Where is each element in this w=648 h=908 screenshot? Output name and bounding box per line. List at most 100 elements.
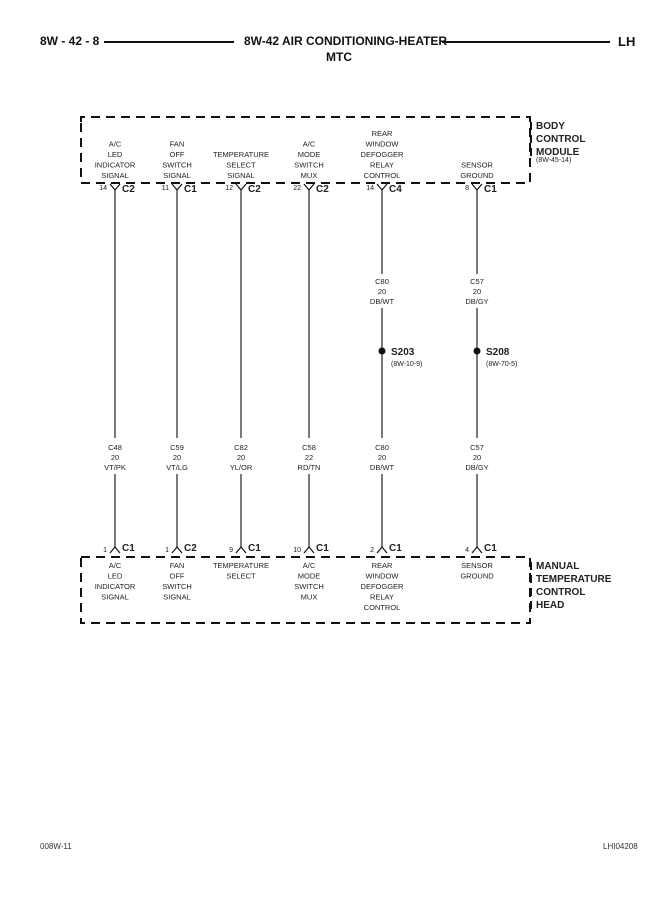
side-label: LH bbox=[618, 34, 636, 49]
splice-id: S208 bbox=[486, 347, 510, 358]
top-pin-number: 12 bbox=[225, 185, 233, 192]
female-terminal-icon bbox=[171, 183, 183, 191]
wire-color: DB/GY bbox=[465, 297, 488, 306]
top-pin-function-label: OFF bbox=[170, 150, 185, 159]
bottom-pin-number: 2 bbox=[370, 547, 374, 554]
bottom-pin-number: 10 bbox=[293, 547, 301, 554]
bottom-pin-number: 4 bbox=[465, 547, 469, 554]
top-connector-id: C1 bbox=[484, 184, 497, 195]
bottom-pin-function-label: A/C bbox=[303, 561, 316, 570]
bottom-pin-function-label: RELAY bbox=[370, 593, 394, 602]
top-pin-function-label: A/C bbox=[109, 140, 122, 149]
bottom-pin-function-label: SIGNAL bbox=[163, 593, 191, 602]
bottom-connector-id: C1 bbox=[389, 543, 402, 554]
female-terminal-icon bbox=[109, 183, 121, 191]
male-terminal-icon bbox=[109, 546, 121, 554]
male-terminal-icon bbox=[471, 546, 483, 554]
figure-code: 008W-11 bbox=[40, 842, 72, 851]
bottom-connector-id: C1 bbox=[122, 543, 135, 554]
top-pin-function-label: MUX bbox=[301, 171, 318, 180]
module-reference: (8W-45-14) bbox=[536, 157, 571, 164]
wire-circuit-id: C82 bbox=[234, 443, 248, 452]
bottom-pin-function-label: SELECT bbox=[226, 572, 256, 581]
module-name-line: TEMPERATURE bbox=[536, 574, 612, 585]
wire-color: DB/GY bbox=[465, 463, 488, 472]
bottom-pin-function-label: OFF bbox=[170, 572, 185, 581]
top-pin-function-label: CONTROL bbox=[364, 171, 401, 180]
wire-circuit-id: C80 bbox=[375, 443, 389, 452]
top-pin-number: 14 bbox=[366, 185, 374, 192]
top-connector-id: C2 bbox=[316, 184, 329, 195]
wire-gauge: 20 bbox=[473, 453, 481, 462]
wire-circuit-id: C59 bbox=[170, 443, 184, 452]
wire-gauge: 20 bbox=[111, 453, 119, 462]
bottom-pin-function-label: LED bbox=[108, 572, 123, 581]
top-pin-function-label: INDICATOR bbox=[95, 161, 136, 170]
top-pin-function-label: SIGNAL bbox=[163, 171, 191, 180]
wire-gauge: 22 bbox=[305, 453, 313, 462]
top-pin-function-label: RELAY bbox=[370, 161, 394, 170]
bottom-connector-id: C2 bbox=[184, 543, 197, 554]
header-rule-left bbox=[104, 41, 234, 43]
top-pin-function-label: REAR bbox=[372, 129, 393, 138]
module-name-line: CONTROL bbox=[536, 134, 585, 145]
mtc-head-outline bbox=[80, 556, 531, 624]
wire-gauge: 20 bbox=[237, 453, 245, 462]
wire-color: VT/LG bbox=[166, 463, 188, 472]
bottom-connector-id: C1 bbox=[484, 543, 497, 554]
top-pin-function-label: DEFOGGER bbox=[361, 150, 405, 159]
bottom-connector-id: C1 bbox=[248, 543, 261, 554]
bottom-pin-number: 1 bbox=[165, 547, 169, 554]
wire-color: YL/OR bbox=[230, 463, 253, 472]
bottom-pin-number: 9 bbox=[229, 547, 233, 554]
top-pin-function-label: SELECT bbox=[226, 161, 256, 170]
header-rule-right bbox=[442, 41, 610, 43]
image-code: LHI04208 bbox=[603, 842, 638, 851]
bottom-pin-function-label: A/C bbox=[109, 561, 122, 570]
wire-gauge: 20 bbox=[378, 287, 386, 296]
wire-color: DB/WT bbox=[370, 463, 395, 472]
female-terminal-icon bbox=[235, 183, 247, 191]
top-pin-number: 14 bbox=[99, 185, 107, 192]
top-pin-function-label: WINDOW bbox=[366, 140, 400, 149]
top-pin-function-label: GROUND bbox=[460, 171, 494, 180]
top-pin-number: 8 bbox=[465, 185, 469, 192]
wire-circuit-id: C57 bbox=[470, 277, 484, 286]
bottom-pin-function-label: SWITCH bbox=[294, 582, 324, 591]
splice-dot-icon bbox=[473, 347, 481, 355]
module-name-line: BODY bbox=[536, 121, 565, 132]
bottom-pin-function-label: SENSOR bbox=[461, 561, 493, 570]
male-terminal-icon bbox=[376, 546, 388, 554]
splice-reference: (8W-70-5) bbox=[486, 361, 517, 368]
bottom-pin-function-label: TEMPERATURE bbox=[213, 561, 269, 570]
wire-gauge: 20 bbox=[173, 453, 181, 462]
top-pin-number: 11 bbox=[162, 185, 169, 192]
male-terminal-icon bbox=[171, 546, 183, 554]
bottom-pin-function-label: MUX bbox=[301, 593, 318, 602]
female-terminal-icon bbox=[376, 183, 388, 191]
module-name-line: CONTROL bbox=[536, 587, 585, 598]
top-pin-function-label: FAN bbox=[170, 140, 185, 149]
top-connector-id: C2 bbox=[248, 184, 261, 195]
top-pin-function-label: MODE bbox=[298, 150, 321, 159]
bottom-pin-function-label: MODE bbox=[298, 572, 321, 581]
top-connector-id: C1 bbox=[184, 184, 197, 195]
male-terminal-icon bbox=[235, 546, 247, 554]
splice-id: S203 bbox=[391, 347, 415, 358]
wire-color: VT/PK bbox=[104, 463, 126, 472]
page-number: 8W - 42 - 8 bbox=[40, 34, 100, 48]
female-terminal-icon bbox=[303, 183, 315, 191]
female-terminal-icon bbox=[471, 183, 483, 191]
module-name-line: MANUAL bbox=[536, 561, 579, 572]
top-pin-function-label: A/C bbox=[303, 140, 316, 149]
top-connector-id: C4 bbox=[389, 184, 402, 195]
top-pin-function-label: TEMPERATURE bbox=[213, 150, 269, 159]
